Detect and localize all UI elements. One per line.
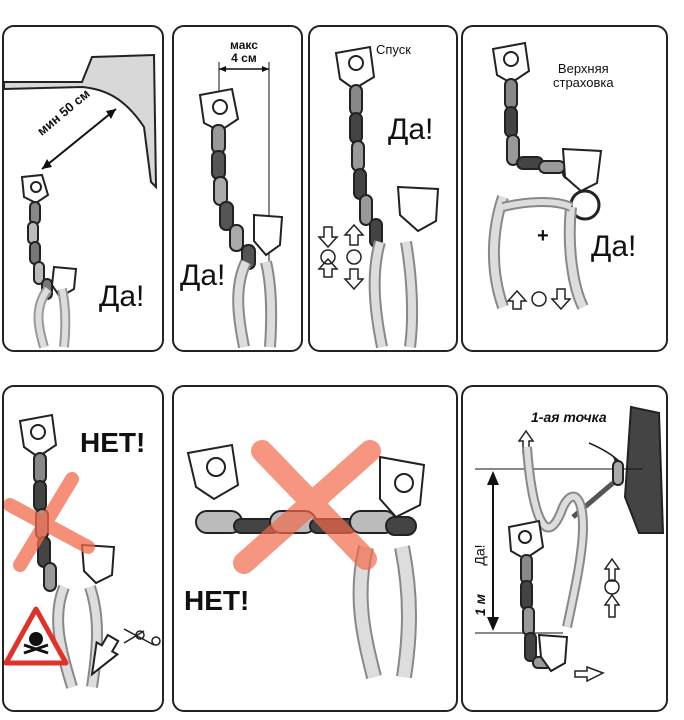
panel-2-illustration [174, 27, 301, 350]
yes-label: Да! [99, 280, 144, 314]
panel-top-rope: Верхняя страховка + Да! [461, 25, 668, 352]
hanger-icon [22, 175, 48, 203]
right-hanger-icon [563, 149, 601, 191]
rock-wall-icon [625, 407, 663, 533]
lower-hanger-icon [254, 215, 282, 255]
no-label: НЕТ! [80, 427, 145, 459]
one-meter-label: 1 м Да! [473, 537, 493, 637]
hanger-icon [493, 43, 529, 83]
scissors-icon [124, 629, 160, 645]
panel-max-4cm: макс 4 см Да! [172, 25, 303, 352]
chain-icon [350, 85, 382, 247]
yes-label: Да! [472, 544, 488, 565]
lower-hanger-icon [398, 187, 438, 231]
chain-icon [28, 202, 52, 299]
no-label: НЕТ! [184, 585, 249, 617]
chain-icon [212, 125, 255, 269]
panel-min-50cm: мин 50 см Да! [2, 25, 164, 352]
up-circle-up-icon [605, 559, 619, 617]
right-hanger-icon [380, 457, 424, 517]
yes-label: Да! [388, 113, 433, 147]
up-down-arrows-icon [319, 225, 363, 289]
panel-7-illustration [463, 387, 666, 710]
descent-label: Спуск [376, 43, 411, 57]
left-arrow-icon [575, 667, 603, 681]
yes-label: Да! [180, 259, 225, 293]
rock-overhang-icon [4, 55, 156, 187]
hanger-icon [336, 47, 374, 89]
up-circle-down-icon [508, 289, 570, 309]
panel-first-point: 1-ая точка 1 м Да! [461, 385, 668, 712]
plus-label: + [537, 225, 549, 248]
cross-out-icon [244, 451, 370, 563]
panel-no-rope-on-chain: НЕТ! [2, 385, 164, 712]
top-rope-label: Верхняя страховка [553, 62, 614, 90]
hanger-icon [509, 521, 543, 559]
panel-3-illustration [310, 27, 456, 350]
first-point-label: 1-ая точка [531, 409, 607, 425]
panel-descent: Спуск Да! [308, 25, 458, 352]
left-hanger-icon [188, 445, 238, 499]
one-meter-text: 1 м [472, 594, 488, 616]
yes-label: Да! [591, 230, 636, 264]
panel-6-illustration [174, 387, 456, 710]
panel-no-horizontal-chain: НЕТ! [172, 385, 458, 712]
max-4cm-label: макс 4 см [230, 39, 258, 65]
hanger-icon [20, 415, 56, 457]
